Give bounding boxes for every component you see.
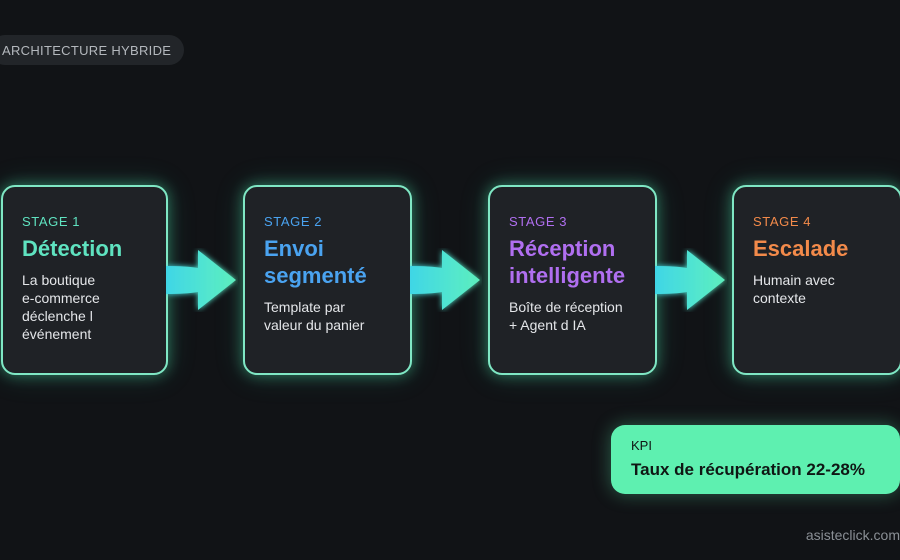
stage-label: STAGE 4 (753, 214, 812, 229)
stage-title: Escalade (753, 236, 849, 261)
stage-description: Boîte de réception + Agent d IA (509, 299, 623, 333)
architecture-badge: ARCHITECTURE HYBRIDE (0, 35, 184, 65)
kpi-label: KPI (631, 438, 652, 453)
stage-description: La boutique e-commerce déclenche l événe… (22, 272, 100, 342)
stage-card-4: STAGE 4 Escalade Humain avec contexte (732, 185, 900, 375)
architecture-badge-label: ARCHITECTURE HYBRIDE (2, 42, 172, 58)
stage-label: STAGE 2 (264, 214, 323, 229)
stage-description: Humain avec contexte (753, 272, 835, 306)
kpi-card: KPI Taux de récupération 22-28% (611, 425, 900, 494)
stage-label: STAGE 1 (22, 214, 81, 229)
kpi-value: Taux de récupération 22-28% (631, 460, 865, 479)
stage-card-2: STAGE 2 Envoi segmenté Template par vale… (243, 185, 412, 375)
stage-title: Envoi segmenté (264, 236, 367, 288)
stage-card-1: STAGE 1 Détection La boutique e-commerce… (1, 185, 168, 375)
watermark: asisteclick.com (805, 527, 900, 543)
flow-arrow-icon (655, 250, 725, 310)
stage-title: Réception intelligente (509, 236, 626, 288)
stage-description: Template par valeur du panier (264, 299, 365, 333)
flow-arrow-icon (166, 250, 236, 310)
flow-arrow-icon (410, 250, 480, 310)
stage-card-3: STAGE 3 Réception intelligente Boîte de … (488, 185, 657, 375)
stage-title: Détection (22, 236, 123, 261)
stage-label: STAGE 3 (509, 214, 568, 229)
